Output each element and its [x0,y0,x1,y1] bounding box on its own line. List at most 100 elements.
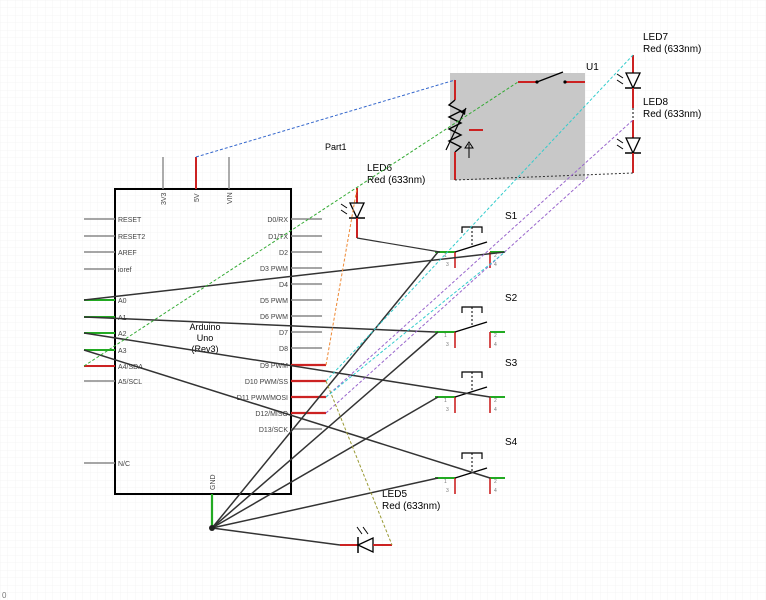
s3-pin-num-4: 4 [494,407,497,413]
part1-label: Part1 [325,142,347,152]
s3-label: S3 [505,358,518,369]
pin-label-reset2: RESET2 [118,234,145,241]
u1-resistor [447,99,463,153]
pin-label-d1: D1/TX [268,234,288,241]
wire-d10-led5[interactable] [325,380,393,546]
wire-d11-s1[interactable] [325,251,506,398]
led7[interactable]: LED7 Red (633nm) [616,32,701,108]
wire-a3-s4[interactable] [83,349,491,479]
led5-light-ray-icon [356,526,363,535]
pin-label-d9: D9 PWM [260,363,288,370]
s2-pin-num-3: 3 [446,342,449,348]
s4-pin-num-1: 1 [444,479,447,485]
wire-gnd-s4[interactable] [211,477,439,529]
wire-a2-s3[interactable] [83,332,491,398]
s4-lever [454,467,488,479]
wire-d12-u1[interactable] [325,174,591,414]
switch-s3[interactable]: S3 1 2 3 4 [435,358,518,413]
wire-5v-u1[interactable] [195,79,456,158]
pin-label-d5: D5 PWM [260,298,288,305]
wire-a4-u1switch[interactable] [83,81,519,367]
u1-arrow-head [460,108,466,115]
led8-name: LED8 [643,97,668,108]
s3-button-cap [461,371,483,378]
led5-name: LED5 [382,489,407,500]
led7-light-ray-icon-2 [616,79,624,85]
u1-component[interactable]: U1 [445,62,599,180]
pin-label-5v: 5V [194,193,201,202]
wire-d11-led8[interactable] [325,119,634,398]
s1-lever [454,241,488,253]
pin-label-d2: D2 [279,250,288,257]
s1-label: S1 [505,211,518,222]
s2-button-cap [461,306,483,313]
led8-light-ray-icon [616,138,624,144]
pin-label-nc: N/C [118,461,130,468]
wire-a0-s1[interactable] [83,251,506,301]
s4-pin-num-4: 4 [494,488,497,494]
s2-lever [454,321,488,333]
s3-lever [454,386,488,398]
pin-label-a3: A3 [118,348,127,355]
pin-label-a5: A5/SCL [118,379,142,386]
wire-a1-s2[interactable] [83,316,436,333]
pin-label-d13: D13/SCK [259,427,289,434]
arduino-title: Arduino [189,322,220,332]
pin-label-d6: D6 PWM [260,314,288,321]
wire-gnd-led5[interactable] [211,527,341,546]
pin-label-aref: AREF [118,250,137,257]
led7-light-ray-icon [616,73,624,79]
led8[interactable]: LED8 Red (633nm) [616,97,701,173]
arduino-revision: (Rev3) [191,344,218,354]
u1-label: U1 [586,62,599,73]
wire-u1-led8[interactable] [454,172,634,181]
pin-label-d12: D12/MISO [255,411,288,418]
arduino-subtitle: Uno [197,333,214,343]
arduino-body [114,188,292,495]
u1-selection-box[interactable] [450,73,585,180]
led7-spec: Red (633nm) [643,44,701,55]
s1-pin-num-2: 2 [494,253,497,259]
switch-s4[interactable]: S4 1 2 3 4 [435,437,518,494]
s3-pin-num-3: 3 [446,407,449,413]
wire-gnd-s1[interactable] [211,251,439,529]
switch-s1[interactable]: S1 1 2 3 4 [435,211,518,268]
wires [83,54,634,546]
s4-pin-num-2: 2 [494,479,497,485]
pin-label-a4: A4/SDA [118,364,143,371]
wire-led6-s1[interactable] [356,237,441,253]
s1-pin-num-3: 3 [446,262,449,268]
pin-label-d8: D8 [279,346,288,353]
s4-pin-num-3: 3 [446,488,449,494]
wire-gnd-s2[interactable] [211,331,439,529]
pin-label-vin: VIN [227,192,234,204]
pin-label-a0: A0 [118,298,127,305]
pin-label-d10: D10 PWM/SS [245,379,289,386]
led8-light-ray-icon-2 [616,144,624,150]
led5-light-ray-icon-2 [362,526,369,535]
gnd-junction [209,525,215,531]
led5[interactable]: LED5 Red (633nm) [340,489,440,554]
pin-label-gnd: GND [210,474,217,490]
wire-gnd-s3[interactable] [211,396,439,529]
led6-light-ray-icon [340,203,348,209]
s2-label: S2 [505,293,518,304]
led6-light-ray-icon-2 [340,209,348,215]
switch-s2[interactable]: S2 1 2 3 4 [435,293,518,348]
s1-pin-num-4: 4 [494,262,497,268]
pin-label-ioref: ioref [118,267,132,274]
pin-label-d3: D3 PWM [260,266,288,273]
led8-diode [624,137,642,155]
led5-spec: Red (633nm) [382,501,440,512]
origin-marker: 0 [2,591,7,600]
led6-spec: Red (633nm) [367,175,425,186]
pin-label-d0: D0/RX [267,217,288,224]
s1-button-cap [461,226,483,233]
pin-label-a2: A2 [118,331,127,338]
led8-spec: Red (633nm) [643,109,701,120]
u1-resistor-arrow [445,107,467,151]
led7-name: LED7 [643,32,668,43]
